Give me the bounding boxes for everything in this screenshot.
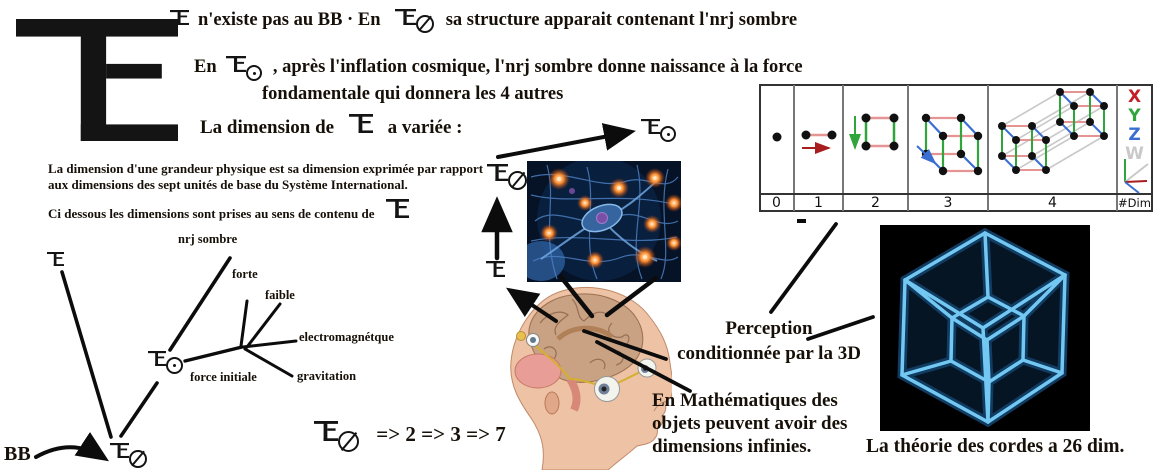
headline-line1-pre: n'existe pas au BB · En [198, 10, 381, 30]
math-line1: En Mathématiques des [652, 390, 838, 411]
tree-label-faible: faible [265, 288, 295, 302]
bb-arrow [34, 432, 110, 462]
headline-line3-pre: La dimension de [200, 117, 335, 138]
dim-label-0: 0 [772, 195, 781, 211]
perception-text: Perception conditionnée par la 3D [656, 317, 882, 366]
subscript-empty-set-icon [338, 431, 359, 452]
headline-line2-pre: En [194, 57, 217, 77]
subscript-sun-icon [660, 126, 676, 142]
tree-node-te-empty [110, 440, 147, 468]
axis-triad-icon [1124, 159, 1149, 194]
tree-edge-sun-to-empty [119, 381, 159, 438]
tree-label-gravitation: gravitation [297, 369, 357, 383]
te-symbol [314, 421, 338, 441]
headline-line1-post: sa structure apparait contenant l'nrj so… [445, 10, 798, 30]
te-symbol [395, 9, 417, 25]
mid-te-empty [487, 162, 527, 190]
neurons-image [527, 161, 681, 282]
te-symbol [148, 351, 166, 366]
legend-y: Y [1128, 106, 1141, 126]
te-symbol [385, 199, 409, 218]
mid-te-sun [641, 118, 676, 142]
subscript-empty-set-icon [508, 171, 527, 190]
dim-label-ndim: #Dim [1118, 196, 1151, 210]
te-symbol [348, 114, 373, 133]
legend-z: Z [1128, 125, 1141, 145]
tree-edge-faible [245, 302, 282, 349]
hypercube-image [880, 225, 1090, 431]
perception-line2: conditionnée par la 3D [677, 342, 861, 364]
dim-label-3: 3 [943, 195, 953, 211]
definition-line3: Ci dessous les dimensions sont prises au… [48, 199, 409, 222]
headline-line2: En , après l'inflation cosmique, l'nrj s… [194, 56, 803, 81]
mid-te [486, 261, 505, 277]
te-symbol [170, 10, 189, 25]
subscript-empty-set-icon [129, 450, 147, 468]
headline-line2-cont: fondamentale qui donnera les 4 autres [262, 84, 564, 104]
te-symbol [487, 164, 508, 181]
legend-w: W [1125, 144, 1144, 164]
dimension-table: 0 1 2 3 4 #Dim X Y Z W [759, 84, 1153, 212]
headline-line2-post: , après l'inflation cosmique, l'nrj somb… [272, 57, 803, 77]
formula: => 2 => 3 => 7 [314, 420, 506, 452]
strings-caption: La théorie des cordes a 26 dim. [866, 436, 1125, 457]
tree-edge-electromagnetique [241, 339, 298, 349]
arrow-to-te-sun [496, 123, 636, 159]
tree-label-electromagnetique: electromagnétque [299, 330, 394, 344]
definition-line2: aux dimensions des sept unités de base d… [48, 177, 408, 192]
math-line3: dimensions infinies. [652, 436, 812, 458]
te-symbol [226, 56, 247, 72]
dim-label-4: 4 [1048, 195, 1057, 211]
tree-label-forte: forte [232, 267, 258, 281]
headline-line3-post: a variée : [387, 117, 463, 138]
math-line2: objets peuvent avoir des [652, 413, 848, 435]
formula-sequence: => 2 => 3 => 7 [376, 422, 506, 446]
math-text: En Mathématiques des objets peuvent avoi… [652, 389, 847, 459]
dim-label-2: 2 [871, 195, 880, 211]
definition-line1: La dimension d'une grandeur physique est… [48, 161, 484, 176]
subscript-empty-set-icon [416, 15, 435, 33]
tree-label-bb: BB [4, 443, 31, 465]
headline-line3: La dimension de a variée : [200, 114, 463, 139]
subscript-sun-icon [246, 65, 263, 81]
definition-line3-text: Ci dessous les dimensions sont prises au… [48, 206, 375, 221]
tree-label-force-initiale: force initiale [190, 370, 257, 384]
tree-edge-sun-to-nrj [168, 256, 232, 352]
small-dash-mark [797, 219, 806, 223]
perception-line1: Perception [725, 318, 813, 339]
subscript-sun-icon [166, 357, 183, 374]
te-symbol [16, 19, 178, 141]
te-symbol [641, 119, 660, 134]
te-symbol [110, 443, 129, 458]
legend-x: X [1127, 87, 1142, 107]
tree-label-nrj-sombre: nrj sombre [178, 232, 238, 246]
tree-edge-sun-to-branch [183, 345, 244, 363]
tree-node-te-sun [148, 349, 183, 374]
brain-head-image [510, 287, 672, 470]
perception-to-table-line [769, 222, 838, 314]
tree-edge-forte [239, 299, 249, 348]
dimension-table-art [759, 84, 1153, 212]
headline-line1: n'existe pas au BB · En sa structure app… [170, 7, 798, 33]
te-symbol [47, 252, 64, 266]
dim-label-1: 1 [814, 195, 823, 211]
tree-edge-te-to-empty [60, 270, 113, 439]
